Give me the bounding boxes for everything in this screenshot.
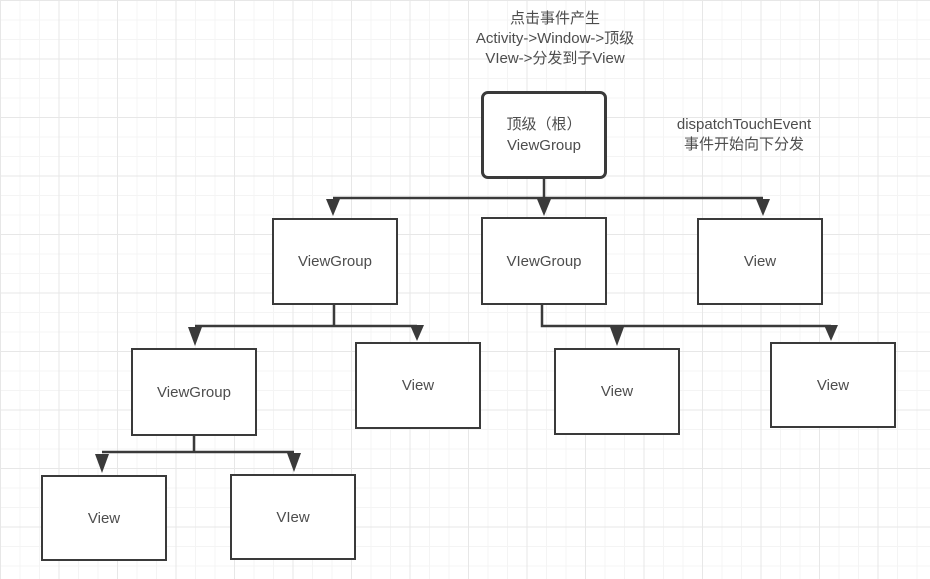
node-view-level1-right: View <box>697 218 823 305</box>
arrowhead-down-icon <box>824 325 838 341</box>
arrowhead-down-icon <box>287 453 301 472</box>
node-label: View <box>816 376 850 394</box>
node-view-level2-a: View <box>355 342 481 429</box>
node-root-viewgroup: 顶级（根） ViewGroup <box>481 91 607 179</box>
annotation-line: dispatchTouchEvent <box>676 116 812 133</box>
node-label: View <box>600 383 634 400</box>
node-view-level2-b: View <box>554 348 680 435</box>
arrowhead-down-icon <box>188 327 202 346</box>
arrowhead-down-icon <box>95 454 109 473</box>
node-view-level2-c: View <box>770 342 896 428</box>
title-line: 点击事件产生 <box>509 10 600 27</box>
annotation-line: 事件开始向下分发 <box>683 136 804 153</box>
title-line: Activity->Window->顶级 <box>475 30 635 47</box>
node-label: ViewGroup <box>157 383 231 401</box>
node-label: VIew <box>276 508 310 526</box>
node-viewgroup-level1-left: ViewGroup <box>272 218 398 305</box>
node-viewgroup-level2: ViewGroup <box>131 348 257 436</box>
node-label: View <box>401 377 435 394</box>
node-label-line: ViewGroup <box>507 137 581 154</box>
node-label: VIewGroup <box>506 252 582 270</box>
diagram-title: 点击事件产生 Activity->Window->顶级 VIew->分发到子Vi… <box>405 9 705 69</box>
node-label: View <box>87 509 121 527</box>
node-label: View <box>743 253 777 270</box>
connector-viewgroup-left-to-children <box>195 305 417 328</box>
arrowhead-down-icon <box>537 199 551 216</box>
connector-viewgroup-mid-to-children <box>540 305 831 328</box>
node-viewgroup-level1-mid: VIewGroup <box>481 217 607 305</box>
arrowhead-down-icon <box>410 325 424 341</box>
title-line: VIew->分发到子View <box>485 50 625 67</box>
node-view-level3-b: VIew <box>230 474 356 560</box>
node-label: ViewGroup <box>298 253 372 270</box>
dispatch-annotation: dispatchTouchEvent 事件开始向下分发 <box>644 115 844 155</box>
arrowhead-down-icon <box>326 199 340 216</box>
arrowhead-down-icon <box>610 327 624 346</box>
node-view-level3-a: View <box>41 475 167 561</box>
node-label-line: 顶级（根） <box>506 116 582 133</box>
connector-root-to-level1 <box>333 179 763 200</box>
arrowhead-down-icon <box>756 199 770 216</box>
connector-viewgroup-l2-to-children <box>102 436 294 454</box>
